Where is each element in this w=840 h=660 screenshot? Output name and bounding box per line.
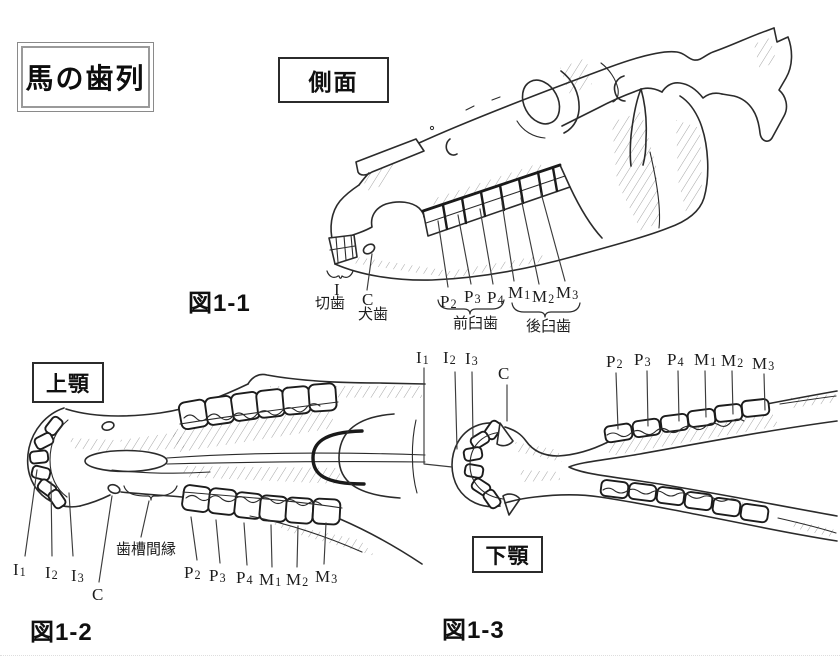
- lower-canine-right: [502, 493, 521, 516]
- lower-label-i2: I2: [443, 348, 456, 367]
- side-label-m1: M1: [508, 283, 531, 302]
- caption-fig1-2: 図1-2: [30, 619, 93, 646]
- upper-jaw-occlusal-illustration: [24, 373, 426, 583]
- upper-cheek-teeth-right-row: [181, 484, 342, 526]
- caption-fig1-3: 図1-3: [442, 617, 505, 644]
- label-canine-letter: C: [362, 290, 374, 309]
- upper-label-c: C: [92, 585, 104, 604]
- upper-label-i1: I1: [13, 560, 26, 579]
- interalveolar-margin-bracket: [123, 485, 178, 501]
- lower-canine-left: [496, 422, 514, 447]
- lower-label-p2: P2: [606, 352, 623, 371]
- lower-label-m3: M3: [752, 354, 775, 373]
- upper-label-p4: P4: [236, 568, 253, 587]
- side-label-p3: P3: [464, 287, 481, 306]
- view-label-lower-jaw-text: 下顎: [485, 544, 530, 568]
- upper-label-i2: I2: [45, 563, 58, 582]
- side-view-leader-lines: [366, 192, 566, 291]
- page-title: 馬の歯列: [17, 42, 154, 112]
- upper-label-p3: P3: [209, 566, 226, 585]
- view-label-upper-jaw: 上顎: [32, 362, 104, 403]
- lower-label-i1: I1: [416, 348, 429, 367]
- label-premolar-group: 前臼歯: [453, 316, 499, 332]
- lower-jaw-occlusal-illustration: [423, 367, 838, 542]
- upper-label-m1: M1: [259, 570, 282, 589]
- skull-side-view-illustration: [326, 27, 793, 318]
- label-molar-group: 後臼歯: [526, 319, 572, 335]
- label-incisor-letter: I: [334, 280, 340, 299]
- upper-label-m3: M3: [315, 567, 338, 586]
- upper-label-i3: I3: [71, 566, 84, 585]
- lower-jaw-leader-lines: [423, 367, 766, 468]
- lower-label-c: C: [498, 364, 510, 383]
- label-canine-name: 犬歯: [358, 307, 389, 323]
- upper-jaw-leader-lines: [24, 469, 327, 583]
- label-incisor-name: 切歯: [315, 296, 346, 312]
- lower-label-m2: M2: [721, 351, 744, 370]
- canine-tooth-side: [362, 243, 376, 255]
- label-interalveolar-margin: 歯槽間縁: [116, 542, 177, 558]
- caption-fig1-1: 図1-1: [188, 290, 251, 317]
- molar-group-brace: [511, 302, 581, 318]
- side-label-p4: P4: [487, 288, 504, 307]
- upper-label-m2: M2: [286, 570, 309, 589]
- incisor-group-brace: [326, 270, 354, 279]
- premolar-group-brace: [437, 299, 505, 315]
- scan-edge-artifact: [0, 655, 840, 660]
- upper-incisor-teeth: [28, 415, 67, 510]
- lower-label-i3: I3: [465, 349, 478, 368]
- side-label-m3: M3: [556, 283, 579, 302]
- lower-cheek-teeth-left-row: [603, 398, 771, 444]
- lower-label-m1: M1: [694, 350, 717, 369]
- orbit-eye-socket: [521, 79, 561, 125]
- side-label-p2: P2: [440, 292, 457, 311]
- upper-canine-right: [107, 483, 121, 495]
- lower-label-p3: P3: [634, 350, 651, 369]
- view-label-side-text: 側面: [308, 69, 359, 95]
- lower-incisor-teeth: [462, 419, 503, 510]
- lower-label-p4: P4: [667, 350, 684, 369]
- page-title-text: 馬の歯列: [25, 63, 146, 94]
- view-label-lower-jaw: 下顎: [472, 536, 543, 573]
- side-label-m2: M2: [532, 287, 555, 306]
- view-label-upper-jaw-text: 上顎: [46, 372, 90, 396]
- upper-label-p2: P2: [184, 563, 201, 582]
- view-label-side: 側面: [278, 57, 389, 103]
- upper-canine-left: [101, 421, 115, 431]
